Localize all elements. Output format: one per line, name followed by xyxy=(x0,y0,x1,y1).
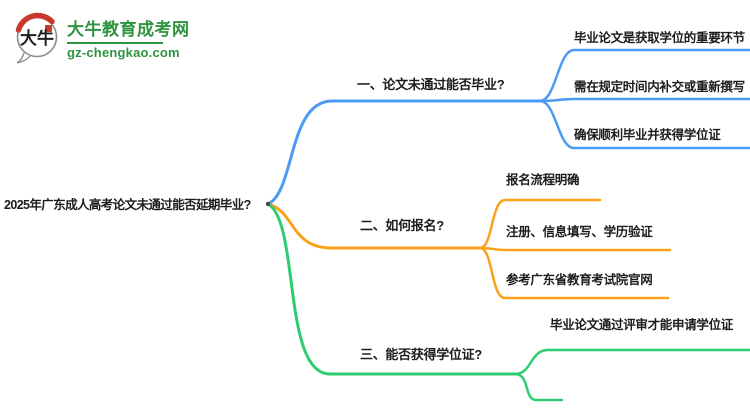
branch-3-child-1: 毕业论文通过评审才能申请学位证 xyxy=(550,318,734,332)
branch-2-child-3: 参考广东省教育考试院官网 xyxy=(506,273,653,287)
branch-2-child-2-line xyxy=(478,246,672,252)
root-junction-dot xyxy=(265,201,271,207)
branch-3-child-2-line xyxy=(513,372,564,402)
brand-divider xyxy=(67,42,163,44)
root-topic-label: 2025年广东成人高考论文未通过能否延期毕业? xyxy=(4,198,251,212)
branch-2-child-1: 报名流程明确 xyxy=(506,173,580,187)
branch-1-child-2: 需在规定时间内补交或重新撰写 xyxy=(574,80,745,94)
branch-1-child-1: 毕业论文是获取学位的重要环节 xyxy=(574,31,745,45)
branch-1-label: 一、论文未通过能否毕业? xyxy=(357,77,505,92)
daniu-logo-icon: 大牛 xyxy=(15,12,58,64)
branch-3-label: 三、能否获得学位证? xyxy=(360,347,482,362)
brand-name: 大牛教育成考网 xyxy=(67,20,190,39)
site-logo[interactable]: 大牛 大牛教育成考网 gz-chengkao.com xyxy=(12,12,190,64)
branch-1-curve xyxy=(266,99,542,206)
logo-icon-text: 大牛 xyxy=(20,28,54,48)
branch-1-child-3: 确保顺利毕业并获得学位证 xyxy=(574,128,721,142)
branch-2-child-2: 注册、信息填写、学历验证 xyxy=(506,225,653,239)
brand-domain: gz-chengkao.com xyxy=(67,45,180,60)
branch-1-child-2-line xyxy=(538,97,750,103)
branch-3-child-1-line xyxy=(513,348,750,376)
branch-2-label: 二、如何报名? xyxy=(360,218,444,233)
